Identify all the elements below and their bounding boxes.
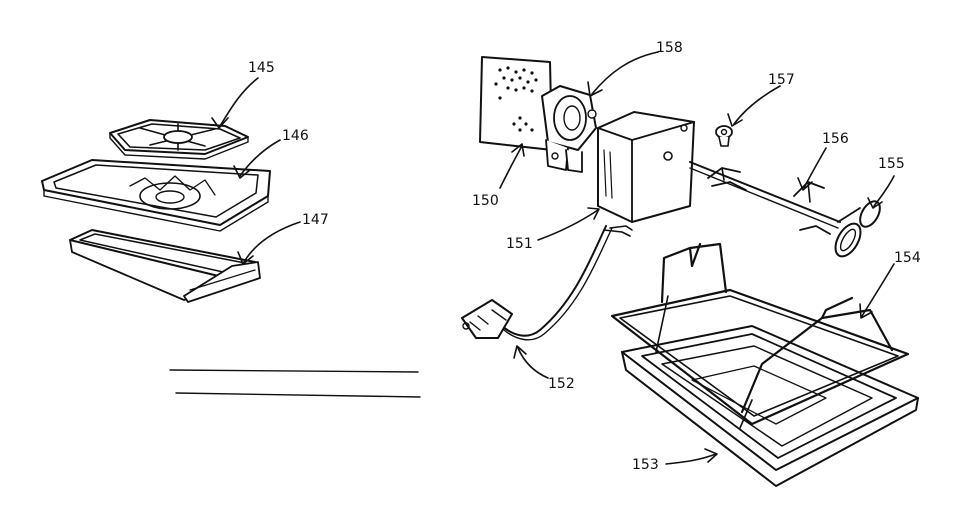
callout-154: 154 — [894, 250, 921, 266]
leader-lines — [211, 51, 895, 465]
part-power-cord — [461, 225, 633, 341]
part-wing-nut — [715, 125, 733, 147]
callout-151: 151 — [506, 236, 533, 252]
part-spit-rod — [689, 161, 841, 235]
part-roasting-pan — [621, 325, 919, 487]
callout-146: 146 — [282, 128, 309, 144]
part-spit-handle — [834, 200, 881, 258]
callout-153: 153 — [632, 457, 659, 473]
callout-147: 147 — [302, 212, 329, 228]
callout-156: 156 — [822, 131, 849, 147]
callout-158: 158 — [656, 40, 683, 56]
part-heat-shield — [479, 56, 553, 151]
part-motor-bracket — [541, 85, 597, 173]
callout-155: 155 — [878, 156, 905, 172]
part-wire-rack — [610, 242, 910, 429]
divider-lines — [169, 369, 421, 398]
callout-145: 145 — [248, 60, 275, 76]
part-motor-box — [597, 111, 695, 223]
part-cooktop-plate — [41, 159, 271, 232]
part-drip-tray — [69, 229, 261, 303]
callout-152: 152 — [548, 376, 575, 392]
callout-157: 157 — [768, 72, 795, 88]
part-burner-grate — [109, 119, 249, 160]
callout-150: 150 — [472, 193, 499, 209]
